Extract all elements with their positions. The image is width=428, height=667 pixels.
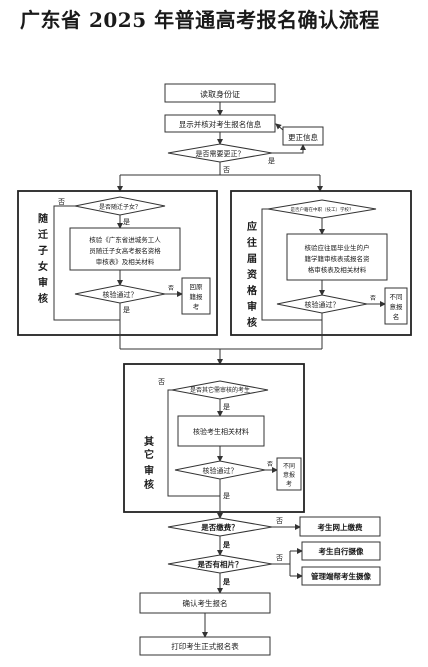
other-no-label: 否 [158, 378, 165, 386]
graduate-label-7: 核 [247, 316, 257, 329]
migrant-no-label: 否 [58, 198, 65, 206]
graduate-label-6: 审 [247, 300, 257, 313]
migrant-yes-label: 是 [123, 218, 130, 226]
migrant-label-6: 核 [38, 292, 48, 305]
print-form-box [139, 636, 271, 656]
photo-yes-label: 是 [222, 577, 231, 586]
migrant-passed-no: 否 [168, 285, 174, 292]
photo-staff-box [301, 566, 381, 586]
graduate-label-4: 资 [247, 268, 257, 281]
migrant-verify-line-3: 审核表》及相关材料 [96, 257, 155, 266]
read-id-text: 读取身份证 [200, 89, 240, 99]
other-label-3: 审 [144, 464, 154, 477]
final-confirm-text: 确认考生报名 [183, 598, 228, 608]
graduate-question-text: 是否户籍在中职（技工）学校？ [291, 206, 354, 213]
migrant-passed-yes: 是 [123, 306, 130, 314]
graduate-reject-line-3: 名 [393, 312, 400, 321]
other-reject-line-1: 不同 [283, 463, 295, 470]
other-passed-no: 否 [267, 461, 273, 468]
fee-action-box [299, 516, 381, 537]
migrant-passed-text: 核验通过？ [103, 290, 138, 299]
migrant-verify-line-1: 核验《广东省进城务工人 [89, 235, 161, 244]
other-label-1: 其 [144, 435, 154, 448]
other-passed-yes: 是 [223, 492, 230, 500]
graduate-reject-line-1: 不同 [390, 293, 403, 301]
graduate-reject-line-2: 意报 [390, 302, 404, 311]
migrant-question-text: 是否随迁子女？ [99, 203, 141, 211]
other-yes-label: 是 [223, 403, 230, 411]
migrant-return-box [181, 277, 211, 315]
photo-self-box [301, 541, 381, 561]
migrant-return-line-3: 考 [193, 303, 200, 311]
need-change-text: 是否需要更正？ [196, 150, 245, 158]
graduate-verify-line-3: 格审核表及相关材料 [308, 265, 367, 274]
other-reject-line-3: 考 [286, 480, 292, 488]
other-verify-text: 核验考生相关材料 [193, 427, 249, 436]
page-title: 广东省 2025 年普通高考报名确认流程 [20, 8, 380, 32]
graduate-passed-text: 核验通过？ [305, 300, 340, 309]
fee-question-text: 是否缴费？ [200, 522, 239, 532]
other-question-text: 是否其它需审核的考生 [190, 386, 250, 394]
migrant-return-line-2: 籍报 [190, 292, 204, 301]
other-reject-box [276, 457, 302, 491]
photo-no-label: 否 [276, 554, 283, 562]
migrant-return-line-1: 回原 [190, 283, 204, 291]
other-passed-text: 核验通过？ [203, 466, 238, 475]
change-info-text: 更正信息 [288, 132, 318, 142]
other-panel [123, 363, 305, 513]
graduate-panel [230, 190, 412, 336]
migrant-label-4: 女 [38, 260, 48, 273]
print-form-text: 打印考生正式报名表 [171, 641, 239, 651]
label-no-change: 否 [223, 166, 230, 174]
label-yes-change: 是 [268, 157, 275, 165]
other-label-4: 核 [144, 478, 154, 491]
fee-action-text: 考生网上缴费 [318, 522, 363, 532]
migrant-label-2: 迁 [38, 228, 48, 241]
photo-self-text: 考生自行摄像 [319, 546, 364, 556]
migrant-label-3: 子 [38, 245, 48, 257]
other-reject-line-2: 意报 [283, 471, 295, 479]
migrant-panel [17, 190, 218, 336]
photo-question-text: 是否有相片？ [197, 559, 243, 569]
migrant-verify-box [69, 227, 181, 271]
graduate-label-1: 应 [247, 220, 257, 233]
migrant-label-5: 审 [38, 276, 48, 289]
show-info-text: 显示并核对考生报名信息 [179, 119, 262, 129]
graduate-reject-box [384, 287, 408, 325]
fee-yes-label: 是 [222, 540, 231, 549]
graduate-label-5: 格 [247, 284, 258, 297]
migrant-verify-line-2: 员随迁子女高考报名资格 [89, 246, 161, 255]
other-verify-box [177, 415, 265, 447]
graduate-label-3: 届 [247, 253, 257, 265]
migrant-label-1: 随 [38, 212, 48, 225]
photo-staff-text: 管理端帮考生摄像 [311, 571, 371, 581]
graduate-verify-box [286, 233, 388, 281]
graduate-passed-no: 否 [370, 295, 376, 302]
other-label-2: 它 [144, 448, 154, 461]
fee-no-label: 否 [276, 517, 283, 525]
graduate-verify-line-2: 籍学籍审核表或报名资 [305, 254, 371, 263]
graduate-label-2: 往 [247, 236, 257, 249]
graduate-verify-line-1: 核验应往届毕业生的户 [305, 243, 370, 252]
